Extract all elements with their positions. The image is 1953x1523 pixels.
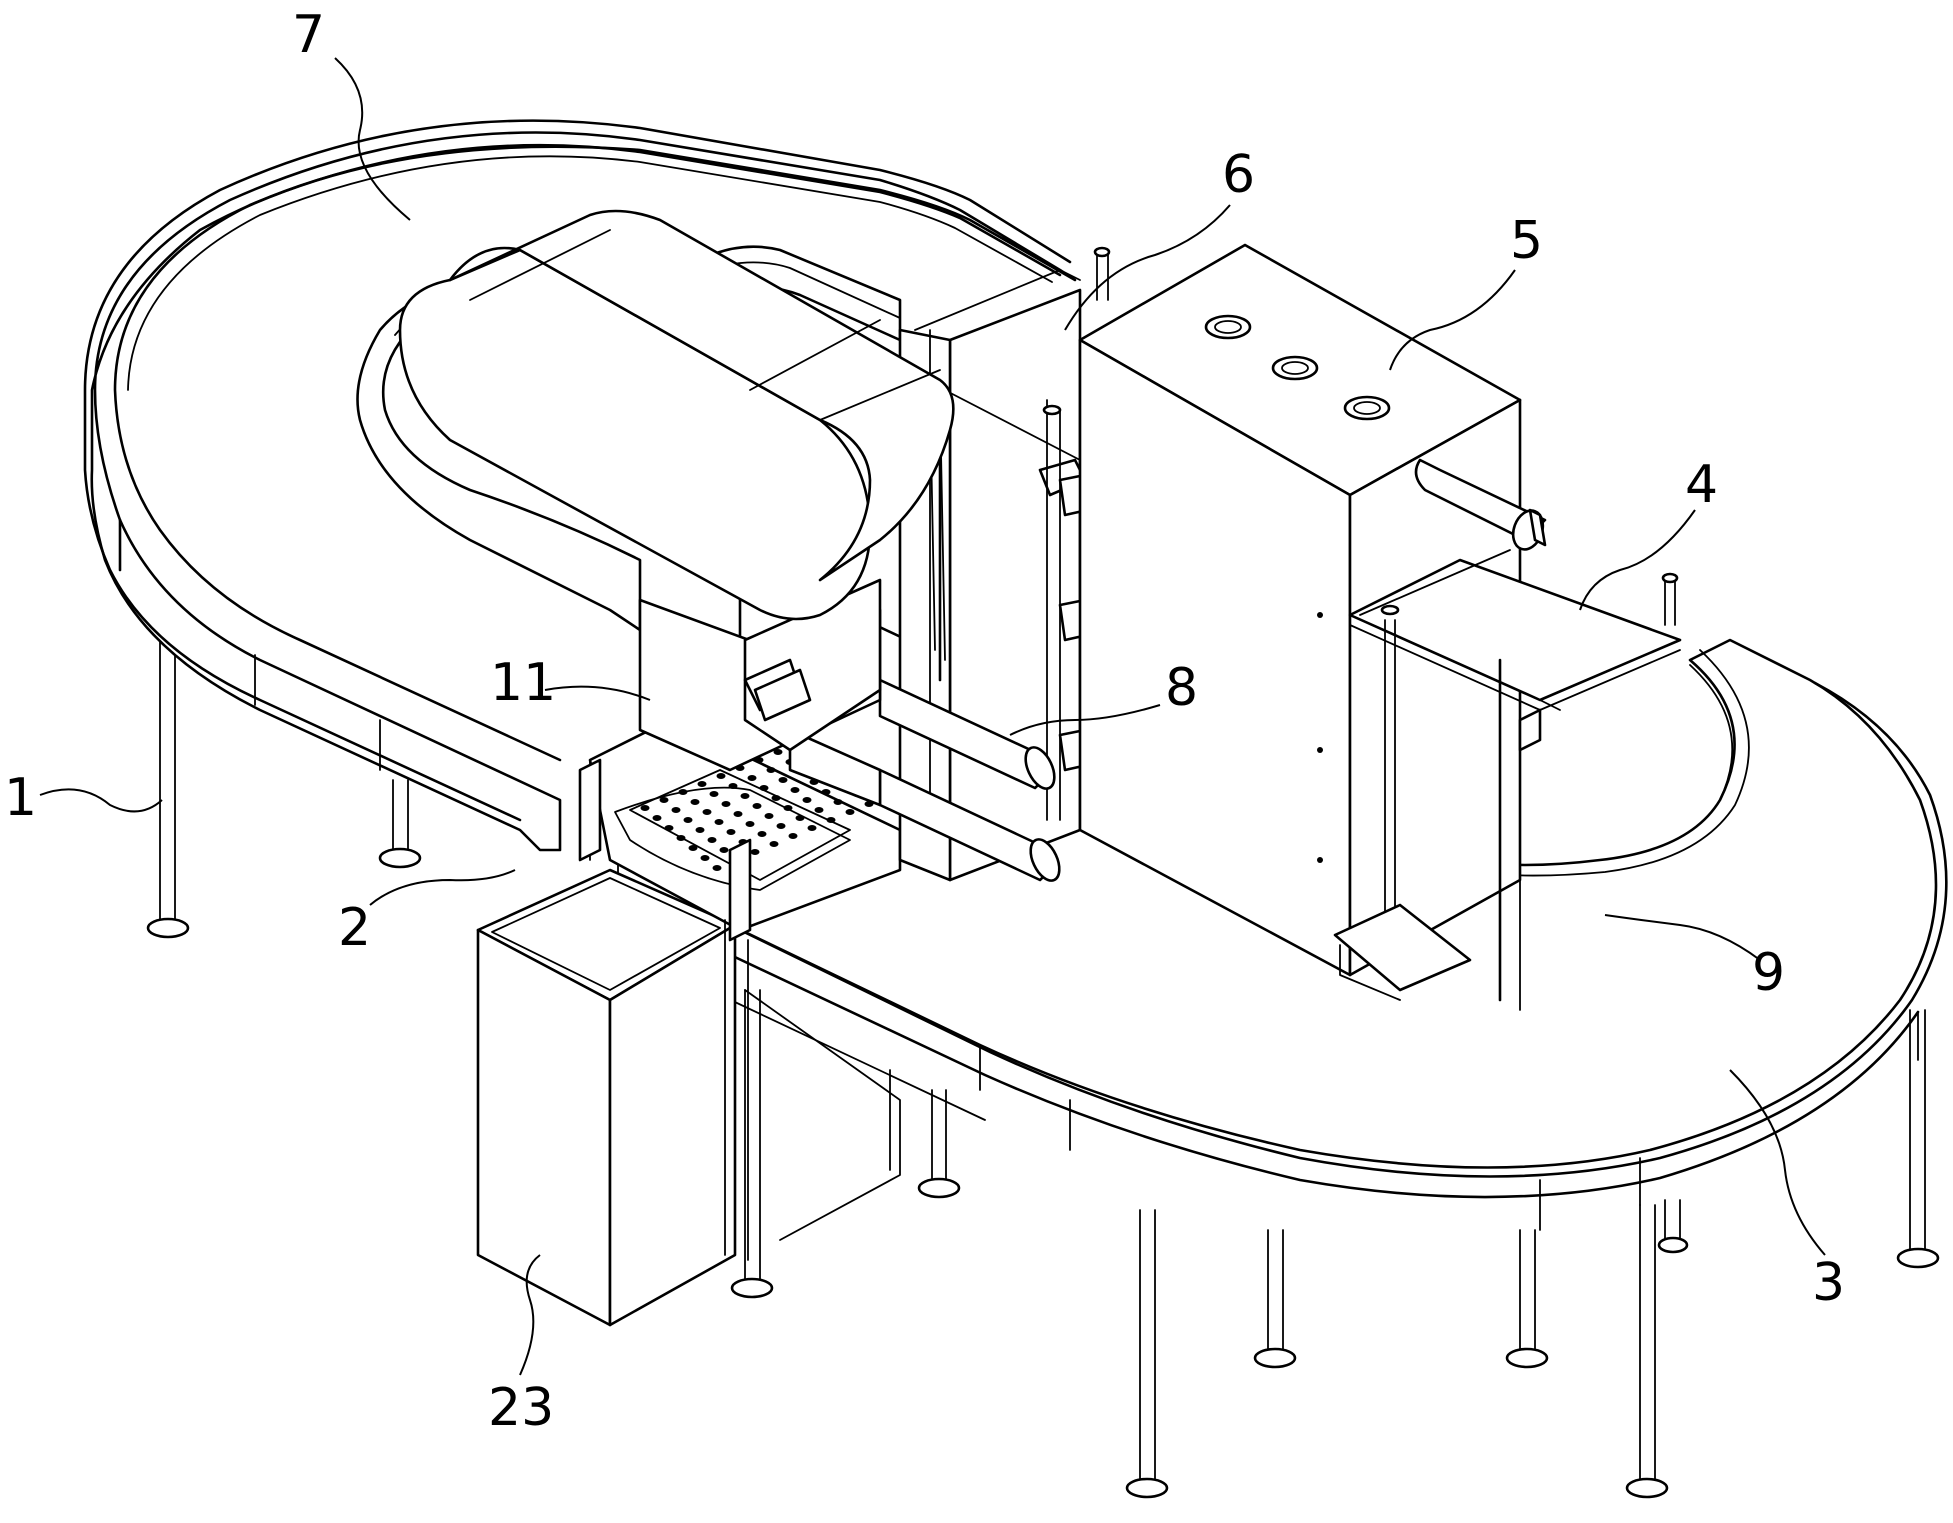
perforated-plate	[629, 741, 874, 881]
perforation-hole	[721, 801, 731, 807]
perforation-hole	[690, 799, 700, 805]
perforation-hole	[707, 837, 717, 843]
perforation-hole	[659, 797, 669, 803]
label-3: 3	[1812, 1253, 1845, 1313]
perforation-hole	[726, 829, 736, 835]
perforation-hole	[766, 767, 776, 773]
perforation-hole	[700, 855, 710, 861]
dome-housing	[398, 209, 955, 772]
labels: 7 6 5 4 11 8 1 2 9 3 23	[4, 5, 1845, 1438]
perforation-hole	[676, 835, 686, 841]
label-8: 8	[1165, 658, 1198, 718]
perforation-hole	[714, 819, 724, 825]
rollers	[788, 678, 1061, 882]
perforation-hole	[652, 815, 662, 821]
label-11: 11	[490, 653, 556, 713]
perforation-hole	[719, 847, 729, 853]
perforation-hole	[678, 789, 688, 795]
perforation-hole	[733, 811, 743, 817]
perforation-hole	[814, 807, 824, 813]
perforation-hole	[688, 845, 698, 851]
label-5: 5	[1510, 211, 1543, 271]
perforation-hole	[795, 815, 805, 821]
perforation-holes	[640, 741, 874, 871]
perforation-hole	[776, 823, 786, 829]
perforation-hole	[740, 793, 750, 799]
perforation-hole	[821, 789, 831, 795]
drop-box	[476, 868, 901, 1327]
support-legs	[146, 639, 1940, 1499]
perforation-hole	[752, 803, 762, 809]
motor-block	[743, 658, 812, 722]
perforation-hole	[783, 805, 793, 811]
center-frame	[578, 718, 902, 1261]
label-23: 23	[488, 1378, 554, 1438]
perforation-hole	[826, 817, 836, 823]
perforation-hole	[750, 849, 760, 855]
perforation-hole	[807, 825, 817, 831]
perforation-hole	[788, 833, 798, 839]
perforation-hole	[702, 809, 712, 815]
label-4: 4	[1685, 455, 1718, 515]
perforation-hole	[845, 809, 855, 815]
perforation-hole	[709, 791, 719, 797]
perforation-hole	[778, 777, 788, 783]
perforation-hole	[747, 775, 757, 781]
label-1: 1	[4, 768, 37, 828]
perforation-hole	[716, 773, 726, 779]
perforation-hole	[764, 813, 774, 819]
perforation-hole	[683, 817, 693, 823]
perforation-hole	[745, 821, 755, 827]
perforation-hole	[664, 825, 674, 831]
perforation-hole	[759, 785, 769, 791]
station-column	[898, 246, 1112, 882]
perforation-hole	[640, 805, 650, 811]
perforation-hole	[802, 797, 812, 803]
perforation-hole	[712, 865, 722, 871]
label-7: 7	[292, 5, 325, 65]
perforation-hole	[757, 831, 767, 837]
perforation-hole	[697, 781, 707, 787]
perforation-hole	[833, 799, 843, 805]
perforation-hole	[769, 841, 779, 847]
label-2: 2	[338, 898, 371, 958]
perforation-hole	[728, 783, 738, 789]
perforation-hole	[695, 827, 705, 833]
right-bridge	[1333, 549, 1682, 1011]
label-6: 6	[1222, 145, 1255, 205]
label-9: 9	[1752, 943, 1785, 1003]
perforation-hole	[671, 807, 681, 813]
perforation-hole	[773, 749, 783, 755]
perforation-hole	[790, 787, 800, 793]
perforation-hole	[771, 795, 781, 801]
